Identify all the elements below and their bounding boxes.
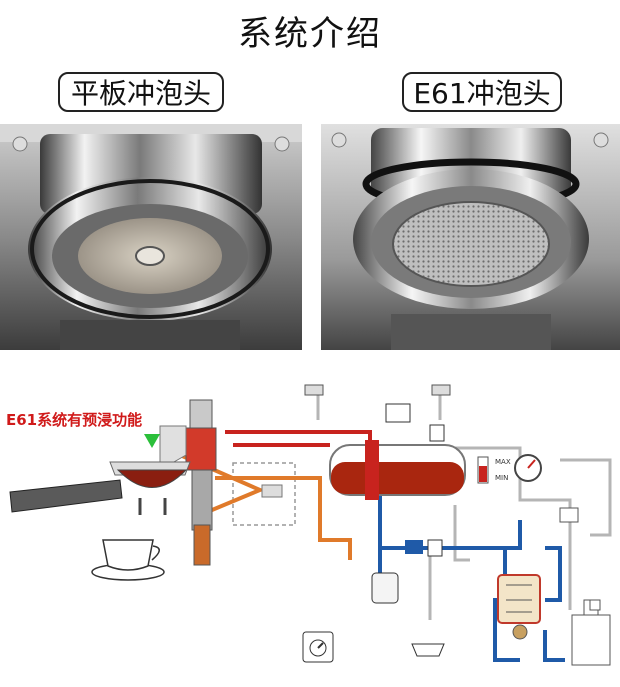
coffee-cup-icon xyxy=(91,539,165,581)
flat-brew-head-label: 平板冲泡头 xyxy=(58,72,224,112)
page-title: 系统介绍 xyxy=(238,14,382,54)
preinfusion-callout: E61系统有预浸功能 xyxy=(6,411,143,429)
selector-dial-icon xyxy=(302,631,334,663)
gauge-max-text: MAX xyxy=(495,458,511,466)
gauge-min-text: MIN xyxy=(495,474,508,482)
e61-system-diagram: MAX MIN xyxy=(9,384,612,666)
e61-brew-head-label: E61冲泡头 xyxy=(402,72,562,112)
pump-icon xyxy=(371,572,399,604)
e61-brew-head-photo xyxy=(321,124,620,350)
flat-brew-head-photo xyxy=(0,124,302,350)
preinfusion-arrow-icon xyxy=(144,434,160,448)
